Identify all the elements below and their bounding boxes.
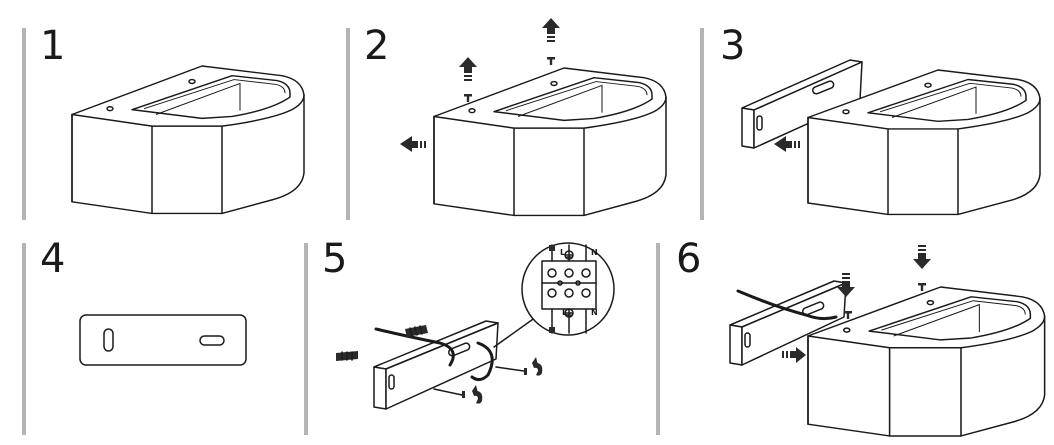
step-number: 5: [322, 236, 348, 282]
step-1-panel: 1: [0, 0, 340, 225]
screw-icon: [495, 366, 527, 375]
step-number: 2: [364, 23, 390, 69]
mounting-bracket: [373, 320, 499, 410]
lamp-reassembly-illustration: [729, 245, 1046, 437]
wall-plug: [336, 351, 358, 361]
step-number: 3: [720, 23, 746, 69]
wire-label-N-bottom: N: [591, 308, 598, 317]
step-number: 4: [40, 236, 66, 282]
step-divider: [22, 28, 26, 220]
step-3-panel: 3: [700, 0, 1054, 225]
lamp-body-illustration: [71, 65, 305, 215]
wire-label-N-top: N: [591, 248, 598, 257]
arrow-left-icon: [774, 136, 800, 152]
lamp-disassembly-illustration: [400, 18, 667, 217]
ground-symbol-icon: [564, 250, 574, 260]
step-divider: [22, 243, 26, 435]
step-6-panel: 6: [656, 225, 1054, 445]
step-5-panel: 5: [300, 225, 656, 445]
power-cable: [736, 289, 838, 321]
step-divider: [346, 28, 350, 220]
mounting-plate-illustration: [79, 314, 247, 366]
wire-label-L-bottom: L: [562, 308, 567, 317]
ground-symbol-icon: [564, 308, 574, 318]
arrow-up-icon: [459, 57, 477, 81]
bracket-removal-illustration: [741, 59, 1041, 216]
rotate-icon: [472, 385, 483, 404]
rotate-icon: [532, 357, 543, 376]
screw-icon: [918, 283, 926, 291]
step-divider: [700, 28, 704, 220]
power-cable: [374, 327, 455, 367]
screw-icon: [547, 57, 555, 65]
screw-icon: [464, 94, 472, 102]
power-cable: [470, 341, 494, 382]
horizontal-slot: [199, 335, 225, 346]
wall-plug: [405, 325, 428, 337]
wall-mounting-illustration: L N L N: [336, 242, 615, 410]
step-number: 1: [40, 23, 66, 69]
screw-icon: [433, 388, 465, 398]
step-divider: [656, 243, 660, 435]
mounting-plate: [79, 314, 247, 366]
arrow-left-icon: [400, 136, 426, 152]
screw-icon: [844, 311, 852, 319]
mounting-bracket: [741, 59, 863, 149]
wire-label-L-top: L: [560, 248, 565, 257]
vertical-slot: [103, 328, 114, 352]
arrow-up-icon: [542, 18, 560, 42]
step-divider: [304, 243, 308, 435]
step-number: 6: [676, 236, 702, 282]
arrow-down-icon: [913, 245, 931, 269]
step-4-panel: 4: [0, 225, 300, 445]
arrow-down-icon: [837, 273, 855, 297]
wiring-detail-circle: L N L N: [521, 242, 615, 336]
arrow-right-icon: [782, 347, 806, 363]
step-2-panel: 2: [340, 0, 700, 225]
